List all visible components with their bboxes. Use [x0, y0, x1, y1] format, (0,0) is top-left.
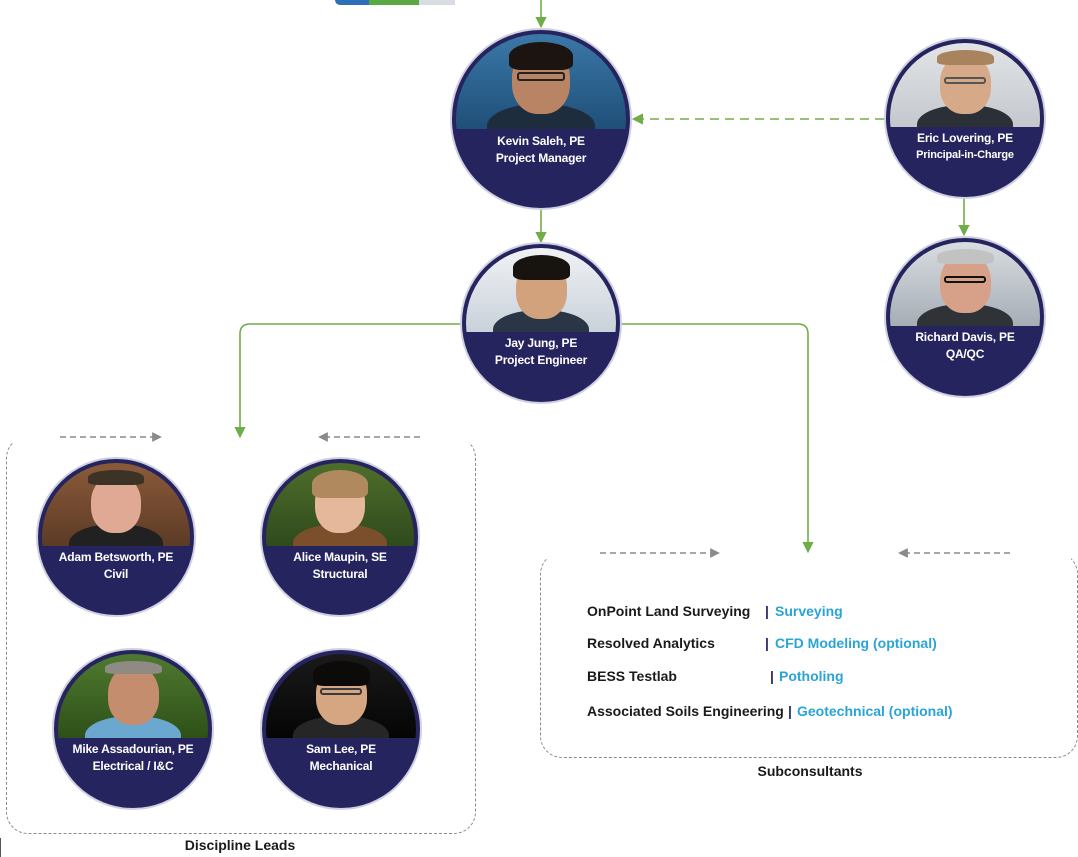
portrait-photo: [890, 43, 1040, 127]
person-role: QA/QC: [945, 347, 985, 361]
person-role: Project Engineer: [494, 353, 588, 367]
person-role: Principal-in-Charge: [916, 149, 1014, 161]
separator-bar: |: [788, 703, 792, 719]
person-name: Kevin Saleh, PE: [497, 133, 585, 148]
person-name: Mike Assadourian, PE: [72, 742, 194, 756]
person-name: Alice Maupin, SE: [293, 549, 387, 564]
subconsultant-service: Potholing: [779, 668, 844, 684]
subconsultants-label: Subconsultants: [757, 763, 863, 779]
person-name: Jay Jung, PE: [504, 336, 578, 350]
person-card-principal-in-charge: Eric Lovering, PE Principal-in-Charge: [886, 39, 1044, 197]
connector-pe-to-subs: [621, 323, 814, 554]
subconsultant-name: OnPoint Land Surveying: [587, 603, 751, 619]
person-card-project-engineer: Jay Jung, PE Project Engineer: [462, 244, 620, 402]
separator-bar: |: [765, 603, 769, 619]
portrait-photo: [456, 34, 626, 130]
person-role: Electrical / I&C: [92, 759, 174, 773]
person-card-structural-lead: Alice Maupin, SE Structural: [262, 459, 418, 615]
subconsultant-service: Geotechnical (optional): [797, 703, 953, 719]
separator-bar: |: [765, 635, 769, 651]
person-card-mechanical-lead: Sam Lee, PE Mechanical: [262, 650, 420, 808]
subconsultant-name: Associated Soils Engineering: [587, 703, 784, 719]
person-name: Eric Lovering, PE: [917, 131, 1013, 145]
subconsultant-name: BESS Testlab: [587, 668, 677, 684]
portrait-photo: [58, 654, 208, 738]
edge-marker: [0, 838, 1, 857]
discipline-leads-label: Discipline Leads: [184, 837, 296, 853]
person-card-electrical-lead: Mike Assadourian, PE Electrical / I&C: [54, 650, 212, 808]
person-role: Mechanical: [309, 759, 373, 773]
company-logo: [335, 0, 455, 5]
person-role: Structural: [312, 566, 368, 581]
person-card-qaqc: Richard Davis, PE QA/QC: [886, 238, 1044, 396]
subconsultant-name: Resolved Analytics: [587, 635, 715, 651]
person-role: Project Manager: [495, 150, 587, 165]
separator-bar: |: [770, 668, 774, 684]
person-card-project-manager: Kevin Saleh, PE Project Manager: [452, 30, 630, 208]
person-name: Richard Davis, PE: [915, 330, 1015, 344]
subconsultant-service: Surveying: [775, 603, 843, 619]
person-role: Civil: [103, 566, 129, 581]
connector-pe-to-leads: [234, 323, 462, 439]
portrait-photo: [42, 463, 190, 546]
portrait-photo: [266, 463, 414, 546]
subconsultants-box: [540, 552, 1078, 758]
discipline-leads-box: [6, 436, 476, 834]
subconsultant-service: CFD Modeling (optional): [775, 635, 937, 651]
portrait-photo: [890, 242, 1040, 326]
portrait-photo: [466, 248, 616, 332]
person-name: Sam Lee, PE: [306, 742, 376, 756]
person-name: Adam Betsworth, PE: [58, 549, 174, 564]
person-card-civil-lead: Adam Betsworth, PE Civil: [38, 459, 194, 615]
portrait-photo: [266, 654, 416, 738]
